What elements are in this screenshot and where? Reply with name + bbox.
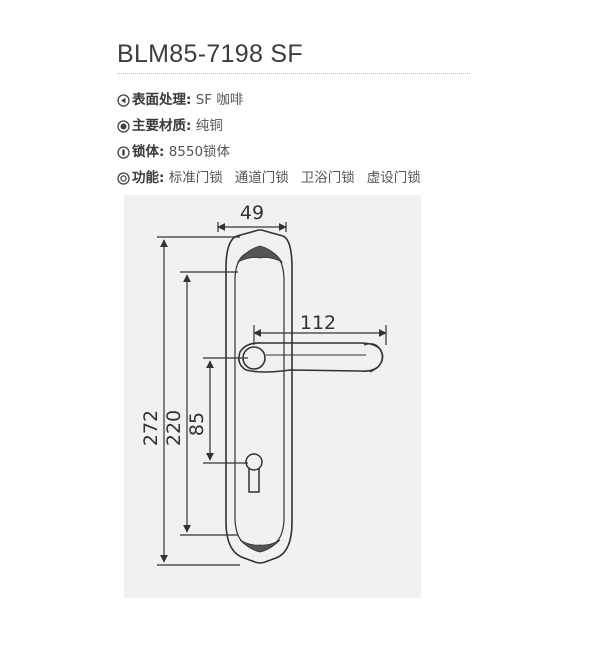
product-title: BLM85-7198 SF [117, 40, 303, 68]
function-value: 通道门锁 [234, 170, 289, 186]
function-value: 卫浴门锁 [300, 170, 355, 186]
function-value: 标准门锁 [168, 170, 223, 186]
dimension-lines [157, 222, 387, 566]
spec-material-value: 纯铜 [195, 118, 223, 134]
spec-function: 功能: 标准门锁通道门锁卫浴门锁虚设门锁 [117, 166, 421, 189]
function-value: 虚设门锁 [366, 170, 421, 186]
dimension-labels: 49 112 272 220 85 [140, 202, 336, 446]
keyhole-icon [245, 453, 263, 493]
title-divider [117, 73, 470, 74]
dim-center-distance-label: 85 [186, 412, 208, 436]
dim-total-height-label: 272 [140, 410, 162, 446]
function-icon [117, 172, 130, 189]
spec-material: 主要材质: 纯铜 [117, 114, 223, 137]
spec-function-label: 功能: [132, 170, 165, 186]
material-icon [117, 120, 130, 137]
spec-lockbody-value: 8550锁体 [168, 144, 231, 160]
spec-function-values: 标准门锁通道门锁卫浴门锁虚设门锁 [169, 170, 421, 186]
spec-finish-value: SF 咖啡 [195, 92, 244, 108]
spec-lockbody-label: 锁体: [132, 144, 165, 160]
lever-handle [238, 342, 384, 373]
lockbody-icon [117, 146, 130, 163]
dim-width-label: 49 [240, 202, 264, 224]
spec-finish-label: 表面处理: [132, 92, 192, 108]
drawing-background [124, 195, 421, 598]
spec-material-label: 主要材质: [132, 118, 192, 134]
dim-handle-length-label: 112 [300, 312, 336, 334]
spec-lockbody: 锁体: 8550锁体 [117, 140, 230, 163]
dim-inner-height-label: 220 [163, 410, 185, 446]
lock-technical-drawing: 49 112 272 220 85 [140, 202, 387, 566]
finish-icon [117, 94, 130, 111]
lock-backplate [225, 229, 293, 564]
spec-finish: 表面处理: SF 咖啡 [117, 88, 243, 111]
